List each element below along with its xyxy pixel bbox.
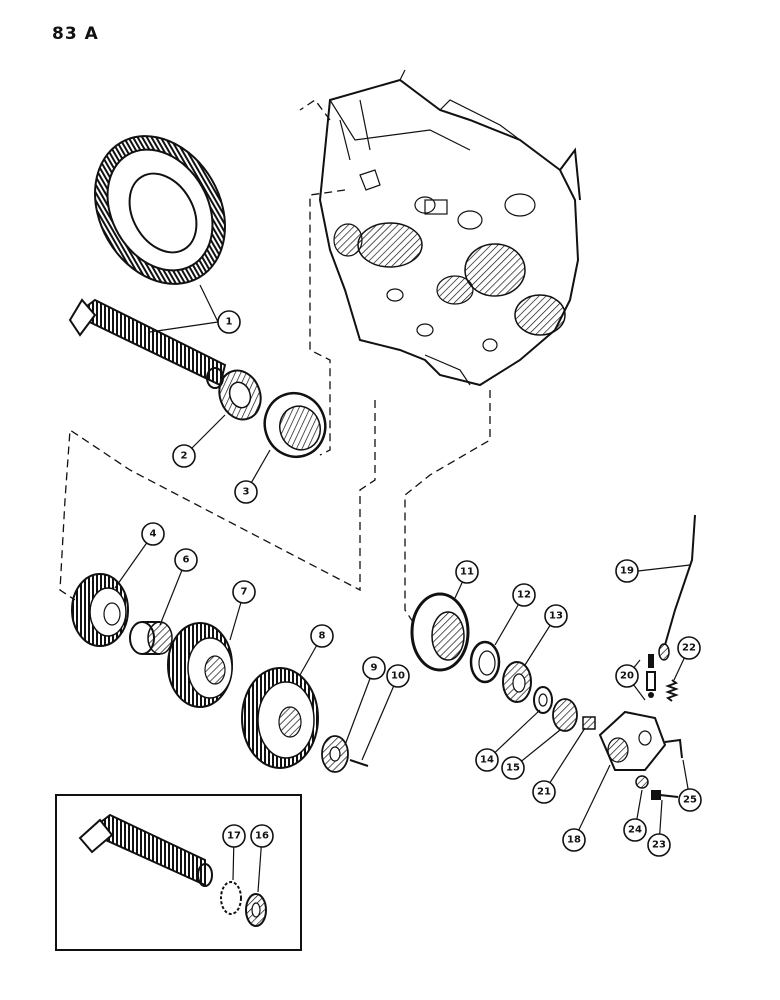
- washer: [533, 686, 553, 714]
- callout-21: 21: [532, 780, 556, 804]
- lock-washer: [635, 775, 649, 789]
- callout-2: 2: [172, 444, 196, 468]
- callout-20: 20: [615, 664, 639, 688]
- bearing-retainer: [410, 592, 470, 672]
- gear-large: [241, 667, 319, 769]
- callout-15: 15: [501, 756, 525, 780]
- callout-7: 7: [232, 580, 256, 604]
- svg-text:15: 15: [506, 763, 520, 774]
- pump-body: [598, 710, 667, 771]
- callout-18: 18: [562, 828, 586, 852]
- callout-19: 19: [615, 559, 639, 583]
- svg-text:11: 11: [460, 567, 474, 578]
- svg-text:9: 9: [371, 663, 378, 674]
- svg-text:18: 18: [567, 835, 581, 846]
- inset-frame: [55, 794, 302, 951]
- callout-10: 10: [386, 664, 410, 688]
- pin: [349, 759, 369, 767]
- svg-text:23: 23: [652, 840, 666, 851]
- callout-11: 11: [455, 560, 479, 584]
- nut: [552, 698, 578, 732]
- svg-text:20: 20: [620, 671, 634, 682]
- svg-text:16: 16: [255, 831, 269, 842]
- svg-text:12: 12: [517, 590, 531, 601]
- transmission-housing: [299, 69, 581, 387]
- dipstick: [658, 514, 696, 661]
- svg-text:25: 25: [683, 795, 697, 806]
- callout-4: 4: [141, 522, 165, 546]
- svg-text:21: 21: [537, 787, 551, 798]
- callout-25: 25: [678, 788, 702, 812]
- svg-text:2: 2: [181, 451, 188, 462]
- assembly-lines: [59, 189, 491, 626]
- callout-16: 16: [250, 824, 274, 848]
- svg-text:14: 14: [480, 755, 494, 766]
- svg-text:3: 3: [243, 487, 250, 498]
- pinion-shaft: [68, 298, 227, 389]
- bearing-cone-13: [502, 661, 532, 703]
- gear-small: [71, 573, 129, 647]
- callout-23: 23: [647, 833, 671, 857]
- callout-17: 17: [222, 824, 246, 848]
- bolt: [651, 790, 679, 800]
- callout-3: 3: [234, 480, 258, 504]
- bearing-cone: [218, 369, 262, 421]
- bearing-9: [321, 735, 349, 773]
- valve-parts: [646, 654, 656, 698]
- callout-12: 12: [512, 583, 536, 607]
- svg-text:1: 1: [226, 317, 233, 328]
- bearing-cup: [263, 391, 327, 459]
- svg-text:13: 13: [549, 611, 563, 622]
- bearing-cup-12: [469, 640, 501, 684]
- svg-text:7: 7: [241, 587, 248, 598]
- callout-8: 8: [310, 624, 334, 648]
- svg-text:19: 19: [620, 566, 634, 577]
- ring-gear: [94, 135, 226, 285]
- spring: [665, 679, 679, 702]
- page-number: 83 A: [52, 24, 99, 44]
- svg-text:24: 24: [628, 825, 642, 836]
- svg-text:8: 8: [319, 631, 326, 642]
- bushing: [129, 621, 173, 655]
- fitting: [582, 716, 596, 730]
- callout-13: 13: [544, 604, 568, 628]
- cluster-gear: [167, 622, 233, 708]
- svg-text:6: 6: [183, 555, 190, 566]
- svg-text:17: 17: [227, 831, 241, 842]
- callout-1: 1: [217, 310, 241, 334]
- svg-text:22: 22: [682, 643, 696, 654]
- callout-24: 24: [623, 818, 647, 842]
- leader-lines: [114, 284, 691, 893]
- callout-6: 6: [174, 548, 198, 572]
- callout-9: 9: [362, 656, 386, 680]
- bracket: [664, 738, 683, 759]
- callout-14: 14: [475, 748, 499, 772]
- svg-text:10: 10: [391, 671, 405, 682]
- callout-22: 22: [677, 636, 701, 660]
- svg-text:4: 4: [150, 529, 157, 540]
